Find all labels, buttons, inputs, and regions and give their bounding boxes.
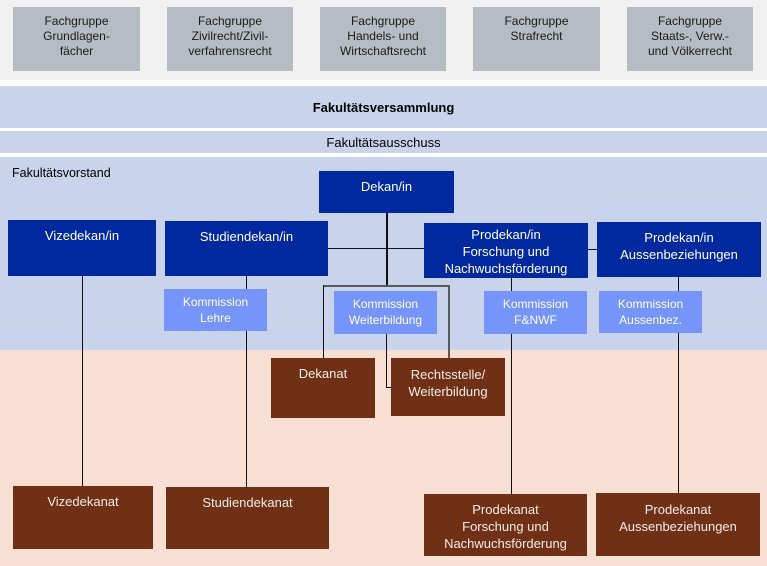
studiendekan-box: Studiendekan/in: [165, 221, 328, 276]
prodekanat-forschung-box: Prodekanat Forschung und Nachwuchsförder…: [424, 494, 587, 556]
prodekanat-aussen-box: Prodekanat Aussenbeziehungen: [596, 493, 760, 556]
connector-prodekan-aussen-down: [678, 277, 679, 493]
vizedekan-box: Vizedekan/in: [8, 220, 156, 276]
kommission-fnwf-box: Kommission F&NWF: [484, 291, 587, 334]
connector-studien-prodekan: [328, 248, 424, 249]
kommission-aussen-box: Kommission Aussenbez.: [599, 291, 702, 333]
connector-weiterbildung-down: [386, 334, 387, 388]
prodekan-forschung-box: Prodekan/in Forschung und Nachwuchsförde…: [424, 223, 588, 278]
fachgruppe-grundlagen: Fachgruppe Grundlagen- fächer: [13, 7, 140, 71]
connector-dekan-vertical: [386, 212, 388, 287]
studiendekanat-box: Studiendekanat: [166, 487, 329, 549]
fakultaetsvorstand-label: Fakultätsvorstand: [12, 166, 111, 180]
fakultaetsausschuss-label: Fakultätsausschuss: [326, 134, 441, 150]
connector-bracket-top: [323, 285, 449, 287]
fakultaetsversammlung-band: Fakultätsversammlung: [0, 86, 767, 128]
connector-dekanat: [323, 285, 324, 358]
fachgruppe-strafrecht: Fachgruppe Strafrecht: [473, 7, 600, 71]
connector-studiendekan: [246, 276, 247, 487]
connector-weiterbildung-right: [386, 387, 391, 388]
kommission-lehre-box: Kommission Lehre: [164, 289, 267, 331]
vizedekanat-box: Vizedekanat: [13, 486, 153, 549]
dekan-box: Dekan/in: [319, 171, 454, 213]
prodekan-aussen-box: Prodekan/in Aussenbeziehungen: [597, 222, 761, 277]
rechtsstelle-box: Rechtsstelle/ Weiterbildung: [391, 358, 505, 416]
fakultaetsversammlung-label: Fakultätsversammlung: [312, 99, 455, 115]
connector-prodekan-forschung: [511, 278, 512, 494]
fachgruppe-handelsrecht: Fachgruppe Handels- und Wirtschaftsrecht: [320, 7, 446, 71]
connector-vizedekan: [82, 276, 83, 486]
fachgruppe-zivilrecht: Fachgruppe Zivilrecht/Zivil- verfahrensr…: [167, 7, 293, 71]
dekanat-box: Dekanat: [271, 358, 375, 418]
connector-prodekan-aussen: [588, 249, 597, 250]
kommission-weiterbildung-box: Kommission Weiterbildung: [334, 291, 437, 334]
fachgruppe-staatsrecht: Fachgruppe Staats-, Verw.- und Völkerrec…: [627, 7, 753, 71]
connector-rechtsstelle: [448, 285, 450, 358]
fakultaetsausschuss-band: Fakultätsausschuss: [0, 131, 767, 153]
